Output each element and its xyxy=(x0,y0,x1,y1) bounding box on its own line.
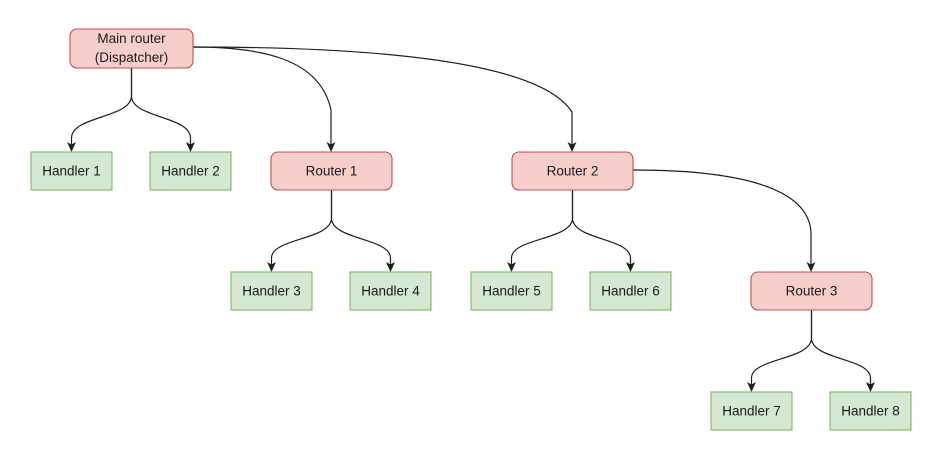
edge-router-2-to-handler-5-line xyxy=(510,190,574,266)
edge-router-3-to-handler-8-arrowhead-icon xyxy=(866,382,875,392)
edge-main-to-router-1 xyxy=(192,46,336,152)
node-main-router-box[interactable] xyxy=(69,28,194,69)
edge-main-to-handler-2-line xyxy=(130,68,192,146)
edge-main-to-router-1-arrowhead-icon xyxy=(326,142,336,152)
node-handler-5-label: Handler 5 xyxy=(482,284,541,299)
node-handler-2-label: Handler 2 xyxy=(161,164,220,179)
edge-router-2-to-router-3 xyxy=(632,169,816,272)
edge-router-3-to-handler-7 xyxy=(747,310,813,392)
edge-main-to-handler-1 xyxy=(67,68,133,152)
edge-main-to-handler-2 xyxy=(130,68,195,152)
edge-router-1-to-handler-4-line xyxy=(330,190,392,266)
node-router-1-label: Router 1 xyxy=(306,164,358,179)
edge-router-2-to-handler-5 xyxy=(507,190,574,272)
edge-main-to-router-1-line xyxy=(192,46,332,146)
edge-router-1-to-handler-3-arrowhead-icon xyxy=(267,262,276,272)
node-handler-1[interactable]: Handler 1 xyxy=(30,151,113,191)
node-handler-8-label: Handler 8 xyxy=(841,404,900,419)
node-handler-3-box[interactable] xyxy=(230,271,313,311)
node-handler-3-label: Handler 3 xyxy=(242,284,301,299)
edge-router-3-to-handler-8 xyxy=(810,310,875,392)
node-handler-8-box[interactable] xyxy=(829,391,912,431)
edge-router-1-to-handler-4 xyxy=(330,190,395,272)
node-handler-2[interactable]: Handler 2 xyxy=(149,151,232,191)
node-handler-6-label: Handler 6 xyxy=(601,284,660,299)
node-handler-4[interactable]: Handler 4 xyxy=(349,271,432,311)
node-router-2[interactable]: Router 2 xyxy=(511,151,634,191)
node-handler-7[interactable]: Handler 7 xyxy=(710,391,793,431)
node-router-2-label: Router 2 xyxy=(547,164,599,179)
edge-router-3-to-handler-7-arrowhead-icon xyxy=(747,382,756,392)
edge-router-3-to-handler-7-line xyxy=(750,310,813,386)
node-handler-6[interactable]: Handler 6 xyxy=(589,271,672,311)
node-main-router[interactable]: Main router (Dispatcher) xyxy=(69,28,194,69)
node-handler-1-box[interactable] xyxy=(30,151,113,191)
edge-router-2-to-handler-6 xyxy=(571,190,635,272)
node-handler-4-label: Handler 4 xyxy=(361,284,420,299)
node-handler-7-label: Handler 7 xyxy=(722,404,781,419)
node-router-3-box[interactable] xyxy=(750,271,873,311)
node-handler-2-box[interactable] xyxy=(149,151,232,191)
node-router-2-box[interactable] xyxy=(511,151,634,191)
node-router-1[interactable]: Router 1 xyxy=(270,151,393,191)
edge-router-2-to-handler-6-line xyxy=(571,190,632,266)
edge-router-1-to-handler-3-line xyxy=(270,190,333,266)
node-router-1-box[interactable] xyxy=(270,151,393,191)
node-router-3[interactable]: Router 3 xyxy=(750,271,873,311)
node-handler-1-label: Handler 1 xyxy=(42,164,101,179)
edge-main-to-handler-2-arrowhead-icon xyxy=(186,142,195,152)
node-handler-8[interactable]: Handler 8 xyxy=(829,391,912,431)
edge-router-2-to-router-3-arrowhead-icon xyxy=(806,262,816,272)
node-handler-4-box[interactable] xyxy=(349,271,432,311)
edge-main-to-handler-1-line xyxy=(70,68,133,146)
edge-router-2-to-router-3-line xyxy=(632,169,812,266)
edge-router-1-to-handler-4-arrowhead-icon xyxy=(386,262,395,272)
node-router-3-label: Router 3 xyxy=(786,284,838,299)
edge-router-2-to-handler-5-arrowhead-icon xyxy=(507,262,516,272)
nodes-layer: Main router (Dispatcher) Handler 1 Handler … xyxy=(30,28,912,431)
node-main-router-label: Main router xyxy=(97,31,166,46)
edge-router-3-to-handler-8-line xyxy=(810,310,872,386)
node-handler-7-box[interactable] xyxy=(710,391,793,431)
edges-layer xyxy=(67,46,875,392)
node-handler-6-box[interactable] xyxy=(589,271,672,311)
edge-main-to-router-2 xyxy=(192,46,577,152)
node-handler-5[interactable]: Handler 5 xyxy=(470,271,553,311)
edge-main-to-handler-1-arrowhead-icon xyxy=(67,142,76,152)
node-handler-3[interactable]: Handler 3 xyxy=(230,271,313,311)
edge-router-1-to-handler-3 xyxy=(267,190,333,272)
edge-main-to-router-2-arrowhead-icon xyxy=(567,142,577,152)
node-main-router-sublabel: (Dispatcher) xyxy=(95,50,169,65)
edge-router-2-to-handler-6-arrowhead-icon xyxy=(626,262,635,272)
node-handler-5-box[interactable] xyxy=(470,271,553,311)
edge-main-to-router-2-line xyxy=(192,46,573,146)
